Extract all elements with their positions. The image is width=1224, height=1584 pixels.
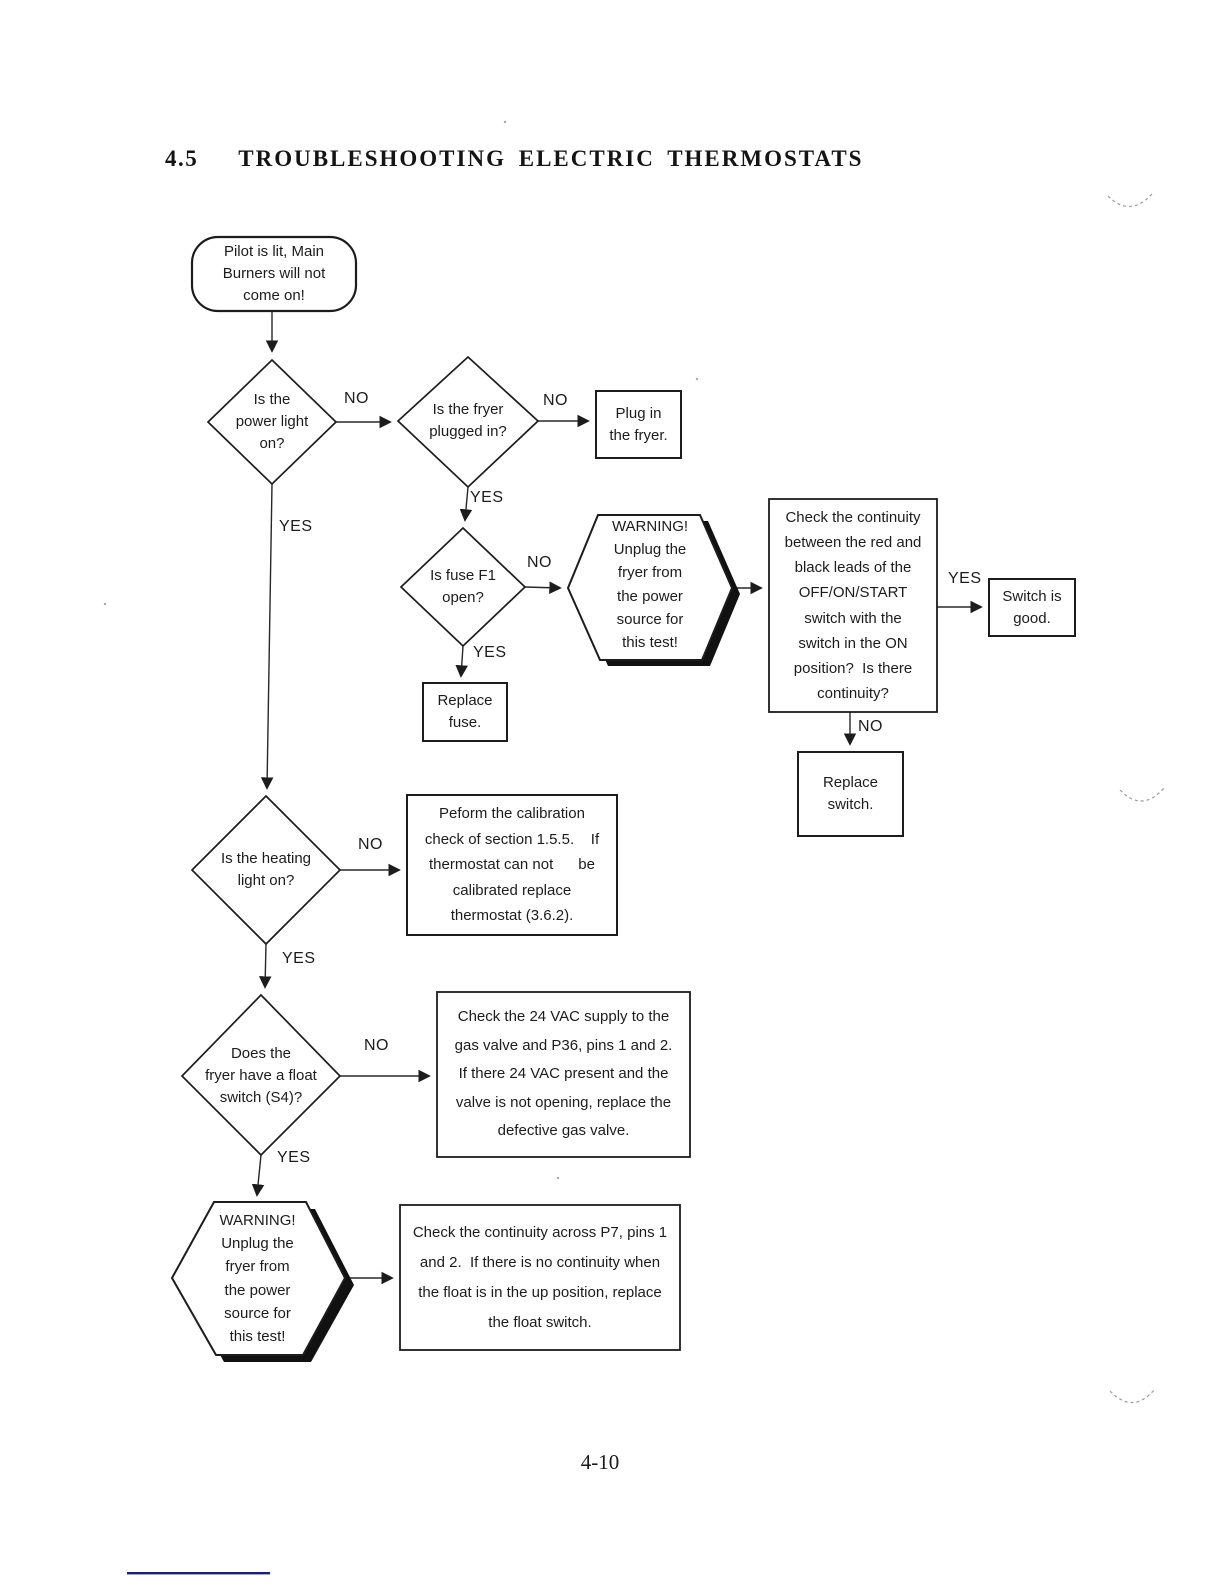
edge-label-yes-continuity: YES bbox=[948, 570, 982, 587]
edge-label-yes-plugged: YES bbox=[470, 489, 504, 506]
decision-float-switch-label: Does the fryer have a float switch (S4)? bbox=[205, 1045, 317, 1106]
warning-hexagon-shape bbox=[566, 514, 734, 661]
scan-artifact-curve-3 bbox=[1109, 1388, 1156, 1404]
arrow-yes-float-to-warning2 bbox=[251, 1154, 265, 1197]
process-check-p7-shape bbox=[399, 1204, 681, 1351]
process-check-switch-continuity-shape bbox=[768, 498, 938, 713]
edge-label-no-power: NO bbox=[344, 390, 369, 407]
process-check-switch-continuity-label: Check the continuity between the red and… bbox=[784, 508, 922, 703]
edge-label-yes-float: YES bbox=[277, 1149, 311, 1166]
process-plug-in-shape bbox=[595, 390, 682, 459]
scan-artifact-curve-1 bbox=[1107, 193, 1153, 208]
decision-fryer-plugged-label: Is the fryer plugged in? bbox=[429, 401, 507, 440]
process-replace-fuse-shape bbox=[422, 682, 508, 742]
scan-speck bbox=[695, 377, 699, 381]
scan-artifact-curve-2 bbox=[1119, 787, 1165, 802]
arrow-yes-power-to-heating bbox=[260, 483, 274, 790]
arrow-yes-plugged-to-fuse bbox=[459, 486, 473, 522]
decision-fryer-plugged-shape bbox=[396, 355, 540, 489]
arrow-no-fuse-to-warning bbox=[524, 581, 562, 594]
process-check-24vac-label: Check the 24 VAC supply to the gas valve… bbox=[454, 1008, 673, 1140]
process-replace-fuse-label: Replace fuse. bbox=[437, 692, 493, 731]
decision-fuse-open-shape bbox=[399, 526, 527, 648]
arrow-yes-fuse-to-replace-fuse bbox=[455, 645, 468, 678]
arrow-yes-heating-to-float bbox=[258, 943, 272, 989]
process-calibration-shape bbox=[406, 794, 618, 936]
edge-label-yes-heating: YES bbox=[282, 950, 316, 967]
decision-power-light-label: Is the power light on? bbox=[235, 391, 309, 452]
start-node-shape bbox=[190, 235, 358, 313]
decision-heating-light-shape bbox=[190, 794, 342, 946]
decision-heating-light-label: Is the heating light on? bbox=[220, 850, 312, 889]
edge-label-no-float: NO bbox=[364, 1037, 389, 1054]
decision-fuse-open-label: Is fuse F1 open? bbox=[430, 567, 496, 606]
process-replace-switch-label: Replace switch. bbox=[822, 774, 879, 813]
process-replace-switch-shape bbox=[797, 751, 904, 837]
edge-label-no-heating: NO bbox=[358, 836, 383, 853]
scan-speck bbox=[556, 1176, 560, 1180]
process-check-p7-label: Check the continuity across P7, pins 1 a… bbox=[412, 1223, 668, 1331]
scan-speck bbox=[103, 602, 107, 606]
warning-hexagon-2-shape bbox=[170, 1201, 347, 1356]
section-title: TROUBLESHOOTING ELECTRIC THERMOSTATS bbox=[238, 146, 864, 171]
section-number: 4.5 bbox=[165, 146, 199, 171]
blue-scan-line bbox=[127, 1572, 270, 1575]
edge-label-no-plugged: NO bbox=[543, 392, 568, 409]
scan-speck bbox=[503, 120, 507, 124]
decision-power-light-shape bbox=[206, 358, 338, 486]
edge-label-yes-fuse: YES bbox=[473, 644, 507, 661]
page-number: 4-10 bbox=[580, 1450, 620, 1474]
process-switch-good-label: Switch is good. bbox=[1002, 587, 1062, 627]
process-plug-in-label: Plug in the fryer. bbox=[609, 404, 668, 444]
edge-label-no-continuity: NO bbox=[858, 718, 883, 735]
warning-hexagon-2-label: WARNING! Unplug the fryer from the power… bbox=[219, 1211, 296, 1345]
start-node-label: Pilot is lit, Main Burners will not come… bbox=[222, 243, 326, 304]
decision-float-switch-shape bbox=[180, 993, 342, 1157]
process-calibration-label: Peform the calibration check of section … bbox=[424, 805, 600, 925]
edge-label-yes-power: YES bbox=[279, 518, 313, 535]
page-title: 4.5 TROUBLESHOOTING ELECTRIC THERMOSTATS bbox=[165, 146, 863, 172]
process-check-24vac-shape bbox=[436, 991, 691, 1158]
process-switch-good-shape bbox=[988, 578, 1076, 637]
edge-label-no-fuse: NO bbox=[527, 554, 552, 571]
warning-hexagon-label: WARNING! Unplug the fryer from the power… bbox=[611, 517, 689, 651]
